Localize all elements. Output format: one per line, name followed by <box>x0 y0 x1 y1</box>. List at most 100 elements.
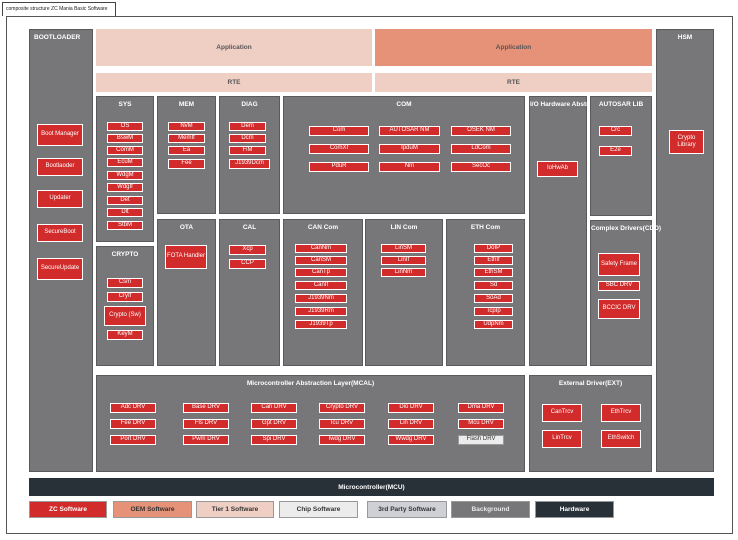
lin-com-panel: LIN Com <box>365 219 443 366</box>
can-com-module-canif[interactable]: CanIf <box>295 281 347 290</box>
diag-module-fim[interactable]: FiM <box>229 146 266 155</box>
eth-com-module-sd[interactable]: Sd <box>474 281 513 290</box>
ota-module-fota-handler[interactable]: FOTA Handler <box>165 245 207 269</box>
bootloader-title: BOOTLOADER <box>34 34 81 41</box>
eth-com-module-doip[interactable]: DoIP <box>474 244 513 253</box>
hsm-module-crypto-library[interactable]: Crypto Library <box>669 130 704 154</box>
com-module-osek-nm[interactable]: OSEK NM <box>451 126 511 136</box>
ext-module-cantrcv[interactable]: CanTrcv <box>542 404 582 422</box>
cdd-module-safety-frame[interactable]: Safety Frame <box>598 253 640 276</box>
can-com-module-cantp[interactable]: CanTp <box>295 268 347 277</box>
mcal-module-base-drv[interactable]: Base DRV <box>183 403 229 413</box>
bootloader-module-boot-manager[interactable]: Boot Manager <box>37 124 83 146</box>
io-module-iohwab[interactable]: IoHwAb <box>537 161 578 177</box>
rte-tier1-bar: RTE <box>96 73 372 92</box>
bootloader-module-bootlaoder[interactable]: Bootlaoder <box>37 158 83 176</box>
mem-module-memif[interactable]: MemIf <box>168 134 205 143</box>
ext-module-ethswitch[interactable]: EthSwitch <box>601 430 641 448</box>
com-panel: COM <box>283 96 525 214</box>
legend-item-oem-software: OEM Software <box>113 501 192 518</box>
mcal-module-lin-drv[interactable]: Lin DRV <box>388 419 434 429</box>
diag-panel: DIAG <box>219 96 280 214</box>
ext-driver-panel: External Driver(EXT) <box>529 375 652 472</box>
crypto-module-cryif[interactable]: CryIf <box>107 292 143 302</box>
mcal-module-crypto-drv[interactable]: Crypto DRV <box>319 403 365 413</box>
com-module-autosar-nm[interactable]: AUTOSAR NM <box>379 126 440 136</box>
mcal-module-icu-drv[interactable]: Icu DRV <box>319 419 365 429</box>
eth-com-module-ethif[interactable]: EthIf <box>474 256 513 265</box>
crypto-module-keym[interactable]: KeyM <box>107 330 143 340</box>
legend-item-3rd-party-software: 3rd Party Software <box>367 501 447 518</box>
can-com-module-j1939rm[interactable]: J1939Rm <box>295 307 347 316</box>
com-module-comxf[interactable]: ComXf <box>309 144 369 154</box>
sys-module-os[interactable]: OS <box>107 122 143 131</box>
mcal-module-flash-drv[interactable]: Flash DRV <box>458 435 504 445</box>
mcal-module-dio-drv[interactable]: Dio DRV <box>388 403 434 413</box>
com-module-nm[interactable]: Nm <box>379 162 440 172</box>
mcal-module-iwdg-drv[interactable]: Iwdg DRV <box>319 435 365 445</box>
cal-module-xcp[interactable]: Xcp <box>229 245 266 255</box>
mcal-module-fls-drv[interactable]: Fls DRV <box>183 419 229 429</box>
ext-module-ethtrcv[interactable]: EthTrcv <box>601 404 641 422</box>
can-com-module-j1939nm[interactable]: J1939Nm <box>295 294 347 303</box>
hsm-title: HSM <box>677 34 693 41</box>
mcal-module-fee-drv[interactable]: Fee DRV <box>110 419 156 429</box>
mcal-module-gpt-drv[interactable]: Gpt DRV <box>251 419 297 429</box>
mcal-module-adc-drv[interactable]: Adc DRV <box>110 403 156 413</box>
sys-panel: SYS <box>96 96 154 242</box>
autosar-lib-module-crc[interactable]: Crc <box>599 126 632 136</box>
sys-module-dlt[interactable]: Dlt <box>107 208 143 217</box>
lin-com-module-linnm[interactable]: LinNm <box>381 268 426 277</box>
bootloader-module-updater[interactable]: Updater <box>37 190 83 208</box>
mcal-module-can-drv[interactable]: Can DRV <box>251 403 297 413</box>
com-module-ipdum[interactable]: IpduM <box>379 144 440 154</box>
mcal-module-wwdg-drv[interactable]: Wwdg DRV <box>388 435 434 445</box>
eth-com-module-soad[interactable]: SoAd <box>474 294 513 303</box>
ext-module-lintrcv[interactable]: LinTrcv <box>542 430 582 448</box>
cdd-module-sbc-drv[interactable]: SBC DRV <box>598 281 640 291</box>
cal-module-ccp[interactable]: CCP <box>229 259 266 269</box>
diag-module-j1939dcm[interactable]: J1939Dcm <box>229 159 270 169</box>
sys-module-wdgm[interactable]: WdgM <box>107 171 143 180</box>
autosar-lib-module-e2e[interactable]: E2e <box>599 146 632 156</box>
eth-com-module-ethsm[interactable]: EthSM <box>474 268 513 277</box>
mem-module-nvm[interactable]: NvM <box>168 122 205 131</box>
sys-module-ecum[interactable]: EcuM <box>107 158 143 167</box>
mem-module-fee[interactable]: Fee <box>168 159 205 169</box>
sys-module-comm[interactable]: ComM <box>107 146 143 155</box>
sys-module-stbm[interactable]: StbM <box>107 221 143 230</box>
crypto-module-csm[interactable]: Csm <box>107 278 143 288</box>
bootloader-module-secureupdate[interactable]: SecureUpdate <box>37 258 83 280</box>
sys-module-bswm[interactable]: BswM <box>107 134 143 143</box>
window-tab[interactable]: composite structure ZC Mania Basic Softw… <box>2 2 117 16</box>
sys-module-det[interactable]: Det <box>107 196 143 205</box>
cdd-module-bccic-drv[interactable]: BCCIC DRV <box>598 299 640 319</box>
can-com-module-cannm[interactable]: CanNm <box>295 244 347 253</box>
autosar-lib-panel: AUTOSAR LIB <box>590 96 652 216</box>
mcal-module-port-drv[interactable]: Port DRV <box>110 435 156 445</box>
com-module-pdur[interactable]: PduR <box>309 162 369 172</box>
eth-com-module-udpnm[interactable]: UdpNm <box>474 320 513 329</box>
sys-module-wdgif[interactable]: WdgIf <box>107 183 143 192</box>
can-com-module-j1939tp[interactable]: J1939Tp <box>295 320 347 329</box>
hsm-panel: HSM <box>656 29 714 472</box>
lin-com-module-linif[interactable]: LinIf <box>381 256 426 265</box>
mcal-module-dma-drv[interactable]: Dma DRV <box>458 403 504 413</box>
mcal-module-spi-drv[interactable]: Spi DRV <box>251 435 297 445</box>
ota-panel: OTA <box>157 219 216 366</box>
com-module-ldcom[interactable]: LdCom <box>451 144 511 154</box>
com-module-com[interactable]: Com <box>309 126 369 136</box>
lin-com-module-linsm[interactable]: LinSM <box>381 244 426 253</box>
diag-module-dem[interactable]: Dem <box>229 122 266 131</box>
diag-module-dcm[interactable]: Dcm <box>229 134 266 143</box>
can-com-module-cansm[interactable]: CanSM <box>295 256 347 265</box>
mcal-module-mcu-drv[interactable]: Mcu DRV <box>458 419 504 429</box>
legend-item-zc-software: ZC Software <box>29 501 107 518</box>
mem-module-ea[interactable]: Ea <box>168 146 205 155</box>
mcal-module-pwm-drv[interactable]: Pwm DRV <box>183 435 229 445</box>
crypto-module-crypto-sw[interactable]: Crypto (Sw) <box>104 306 146 326</box>
com-module-secoc[interactable]: SecOc <box>451 162 511 172</box>
eth-com-module-tcpip[interactable]: TcpIp <box>474 307 513 316</box>
rte-oem-bar: RTE <box>375 73 652 92</box>
bootloader-module-secureboot[interactable]: SecureBoot <box>37 224 83 242</box>
